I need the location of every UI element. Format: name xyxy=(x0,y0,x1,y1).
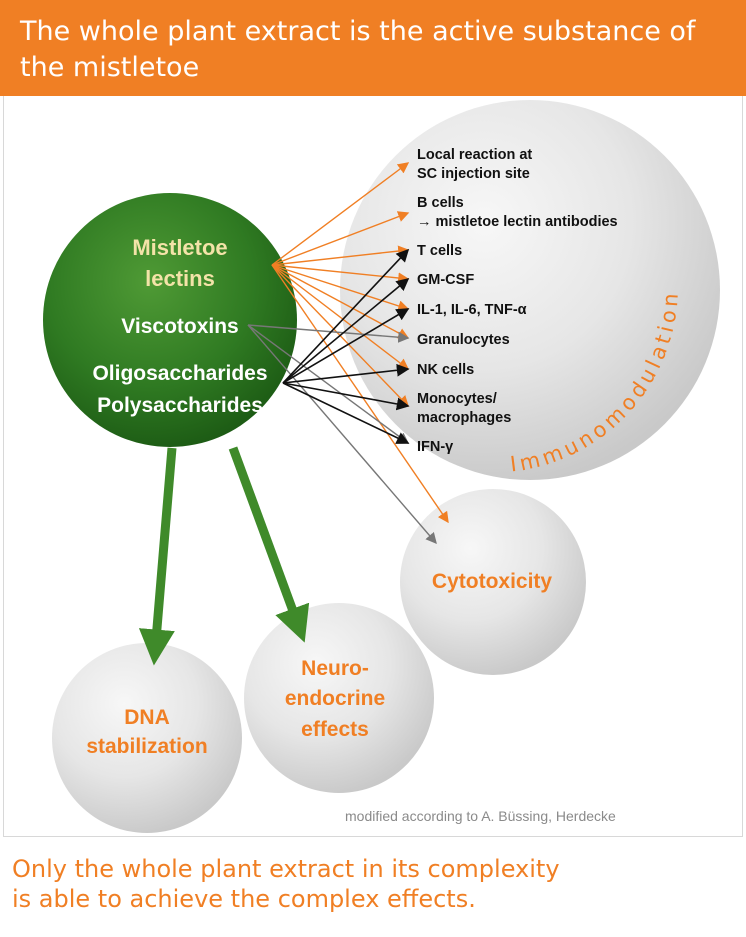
viscotoxin-arrows xyxy=(247,324,437,545)
neuroendocrine-sphere xyxy=(244,603,434,793)
page-header: The whole plant extract is the active su… xyxy=(0,0,746,96)
polysaccharides-label: Polysaccharides xyxy=(97,394,263,417)
cytotoxicity-label: Cytotoxicity xyxy=(432,570,553,593)
neuro-label-line3: effects xyxy=(301,718,369,741)
lectin-arrows xyxy=(271,162,449,524)
immuno-item-b-cells-2: → mistletoe lectin antibodies xyxy=(417,214,618,230)
immuno-item-local-reaction-2: SC injection site xyxy=(417,166,530,182)
immuno-item-nk-cells: NK cells xyxy=(417,362,474,378)
dna-label-line1: DNA xyxy=(124,706,170,729)
header-title-line1: The whole plant extract is the active su… xyxy=(20,16,696,47)
lectins-label-line2: lectins xyxy=(145,266,215,291)
immuno-item-monocytes-1: Monocytes/ xyxy=(417,391,497,407)
footer-line2: is able to achieve the complex effects. xyxy=(12,885,476,913)
neuro-label-line1: Neuro- xyxy=(301,657,369,680)
immuno-item-monocytes-2: macrophages xyxy=(417,410,511,426)
viscotoxins-label: Viscotoxins xyxy=(121,315,239,338)
dna-stabilization-sphere xyxy=(52,643,242,833)
immuno-item-granulocytes: Granulocytes xyxy=(417,332,510,348)
immuno-item-ifn-gamma: IFN-γ xyxy=(417,439,453,455)
dna-label-line2: stabilization xyxy=(86,735,207,758)
cytotoxicity-sphere xyxy=(400,489,586,675)
footer-line1: Only the whole plant extract in its comp… xyxy=(12,855,560,883)
source-credit: modified according to A. Büssing, Herdec… xyxy=(345,808,616,824)
footer-statement: Only the whole plant extract in its comp… xyxy=(12,854,560,914)
immunomodulation-sphere xyxy=(340,100,720,480)
immuno-item-t-cells: T cells xyxy=(417,243,462,259)
content-frame xyxy=(3,96,743,837)
saccharide-arrows xyxy=(282,248,410,444)
immuno-item-b-cells-1: B cells xyxy=(417,195,464,211)
lectins-label-line1: Mistletoe xyxy=(132,235,227,260)
header-title-line2: the mistletoe xyxy=(20,52,200,83)
substances-sphere xyxy=(43,193,297,447)
immuno-item-local-reaction-1: Local reaction at xyxy=(417,147,532,163)
green-arrows xyxy=(138,446,310,666)
oligosaccharides-label: Oligosaccharides xyxy=(92,362,267,385)
neuro-label-line2: endocrine xyxy=(285,687,385,710)
immuno-item-interleukins: IL-1, IL-6, TNF-α xyxy=(417,302,527,318)
immuno-item-gm-csf: GM-CSF xyxy=(417,272,474,288)
